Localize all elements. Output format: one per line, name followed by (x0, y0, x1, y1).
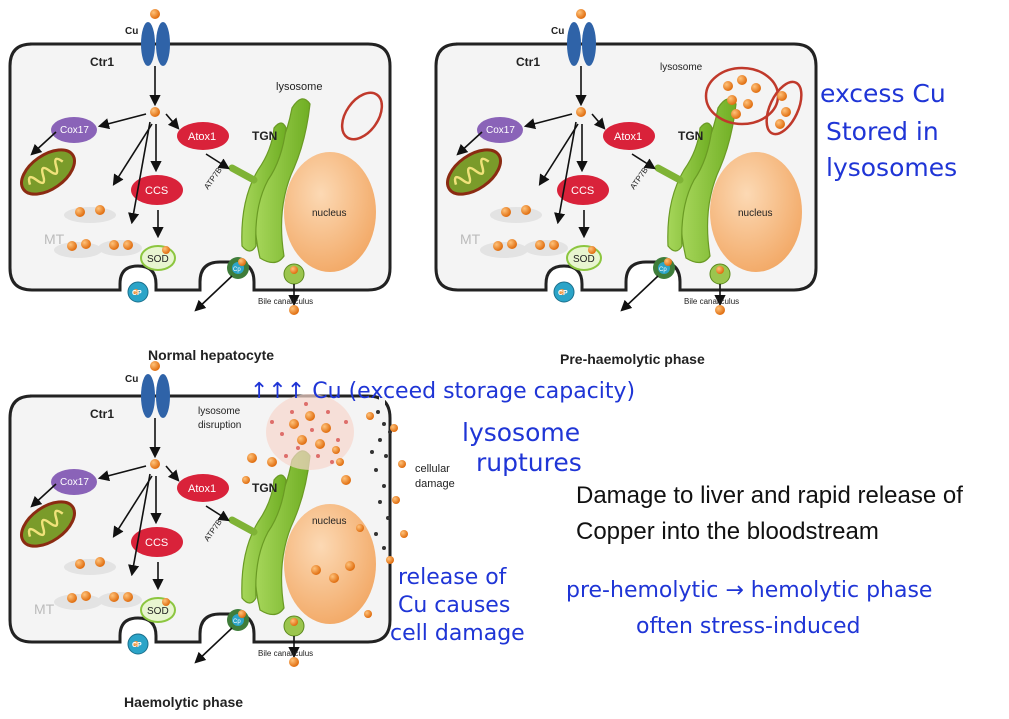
cellular-damage-label-2: damage (415, 478, 455, 490)
cox17-label: Cox17 (60, 477, 89, 488)
panel-caption: Pre-haemolytic phase (560, 351, 705, 367)
note-stress-induced: often stress-induced (636, 614, 861, 639)
ctr1-label: Ctr1 (90, 55, 114, 69)
note-lysosome-ruptures-2: ruptures (476, 448, 582, 477)
panel-caption: Haemolytic phase (124, 694, 243, 710)
cu-label: Cu (125, 26, 138, 37)
note-stored-in: Stored in (826, 117, 939, 146)
tgn-label: TGN (678, 129, 703, 143)
sod-label: SOD (573, 254, 595, 265)
panel-caption: Normal hepatocyte (148, 347, 274, 363)
lysosome-filled (704, 66, 803, 136)
cox17-label: Cox17 (486, 125, 515, 136)
mt-label: MT (34, 601, 55, 617)
cp-small-label: Cp (659, 267, 667, 273)
mt-label: MT (460, 231, 481, 247)
handwritten-notes: excess Cu Stored in lysosomes ↑↑↑ Cu (ex… (250, 79, 957, 646)
bile-label: Bile canaliculus (258, 297, 313, 306)
cellular-damage-label: cellular (415, 463, 450, 475)
ccs-label: CCS (571, 185, 594, 197)
cu-label: Cu (125, 374, 138, 385)
lysosome-disruption-label-2: disruption (198, 420, 241, 431)
note-exceed-storage: ↑↑↑ Cu (exceed storage capacity) (250, 379, 635, 404)
lysosome-disruption-label: lysosome (198, 406, 241, 417)
note-release-2: Cu causes (398, 593, 510, 618)
cp-label: CP (558, 290, 568, 297)
cu-label: Cu (551, 26, 564, 37)
ctr1-label: Ctr1 (90, 407, 114, 421)
sod-label: SOD (147, 254, 169, 265)
note-lysosomes: lysosomes (826, 153, 957, 182)
cox17-label: Cox17 (60, 125, 89, 136)
bile-label: Bile canaliculus (684, 297, 739, 306)
ccs-label: CCS (145, 537, 168, 549)
lysosome-label: lysosome (660, 62, 703, 73)
note-excess-cu: excess Cu (820, 79, 946, 108)
ctr1-label: Ctr1 (516, 55, 540, 69)
tgn-label: TGN (252, 481, 277, 495)
nucleus-label: nucleus (312, 516, 346, 527)
atox1-label: Atox1 (614, 131, 642, 143)
panel-normal: Cu Ctr1 Cox17 Atox1 TGN CCS SOD MT ATP7B… (10, 9, 390, 363)
typed-explanation: Damage to liver and rapid release of Cop… (576, 482, 963, 545)
atox1-label: Atox1 (188, 131, 216, 143)
nucleus-label: nucleus (738, 208, 772, 219)
mt-label: MT (44, 231, 65, 247)
ccs-label: CCS (145, 185, 168, 197)
atox1-label: Atox1 (188, 483, 216, 495)
membrane-damage (366, 396, 408, 564)
note-phase-transition: pre-hemolytic → hemolytic phase (566, 578, 932, 603)
nucleus-label: nucleus (312, 208, 346, 219)
cp-label: CP (132, 642, 142, 649)
lysosome-disruption-cloud (242, 394, 372, 618)
lysosome-label: lysosome (276, 81, 322, 93)
panel-pre-haemolytic: Cu Ctr1 Cox17 Atox1 TGN CCS SOD MT ATP7B… (436, 9, 816, 367)
cp-label: CP (132, 290, 142, 297)
bile-label: Bile canaliculus (258, 649, 313, 658)
note-lysosome-ruptures-1: lysosome (462, 418, 580, 447)
note-release-3: cell damage (390, 621, 525, 646)
tgn-label: TGN (252, 129, 277, 143)
cp-small-label: Cp (233, 619, 241, 625)
sod-label: SOD (147, 606, 169, 617)
cp-small-label: Cp (233, 267, 241, 273)
note-release-1: release of (398, 565, 508, 590)
panel-haemolytic: Cu Ctr1 Cox17 Atox1 TGN CCS SOD MT ATP7B… (10, 361, 455, 710)
lysosome-empty (340, 91, 384, 141)
